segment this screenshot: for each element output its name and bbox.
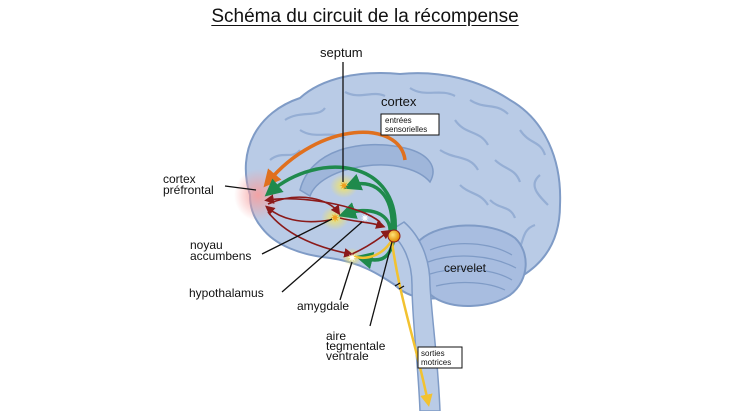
cerebellum-folia <box>427 243 517 291</box>
cortex-prefrontal-label-line2: préfrontal <box>163 183 214 197</box>
noyau-accumbens-label-line1: noyau <box>190 238 223 252</box>
hypothalamus-label: hypothalamus <box>189 286 264 300</box>
cortex-prefrontal-label-line1: cortex <box>163 172 196 186</box>
aire-tegmentale-label-line3: ventrale <box>326 349 369 363</box>
sensory-pathway-arrow <box>263 130 407 188</box>
svg-text:✷: ✷ <box>330 211 340 225</box>
yellow-pathways <box>351 239 433 407</box>
septum-label: septum <box>320 45 363 60</box>
svg-text:✷: ✷ <box>360 212 369 225</box>
svg-text:✷: ✷ <box>339 179 349 193</box>
entrees-label-line1: entrées <box>385 116 412 125</box>
vta-dot <box>387 229 401 243</box>
entrees-label-line2: sensorielles <box>385 125 427 134</box>
cortex-label: cortex <box>381 94 417 109</box>
diagram-title: Schéma du circuit de la récompense <box>211 6 519 27</box>
amygdale-label: amygdale <box>297 299 349 313</box>
sorties-motrices-box: sorties motrices <box>417 346 463 369</box>
cervelet-label: cervelet <box>444 261 487 275</box>
svg-text:✷: ✷ <box>347 251 357 265</box>
red-pathways <box>264 194 392 258</box>
nucleus-markers: ✷ ✷ ✷ ✷ <box>330 179 370 265</box>
aire-tegmentale-label-line2: tegmentale <box>326 339 386 353</box>
aire-tegmentale-label-line1: aire <box>326 329 346 343</box>
entrees-sensorielles-box: entrées sensorielles <box>380 113 440 136</box>
corpus-callosum <box>299 143 434 198</box>
sorties-label-line1: sorties <box>421 349 445 358</box>
noyau-accumbens-label-line2: accumbens <box>190 249 251 263</box>
leader-lines <box>224 62 405 327</box>
sorties-label-line2: motrices <box>421 358 451 367</box>
